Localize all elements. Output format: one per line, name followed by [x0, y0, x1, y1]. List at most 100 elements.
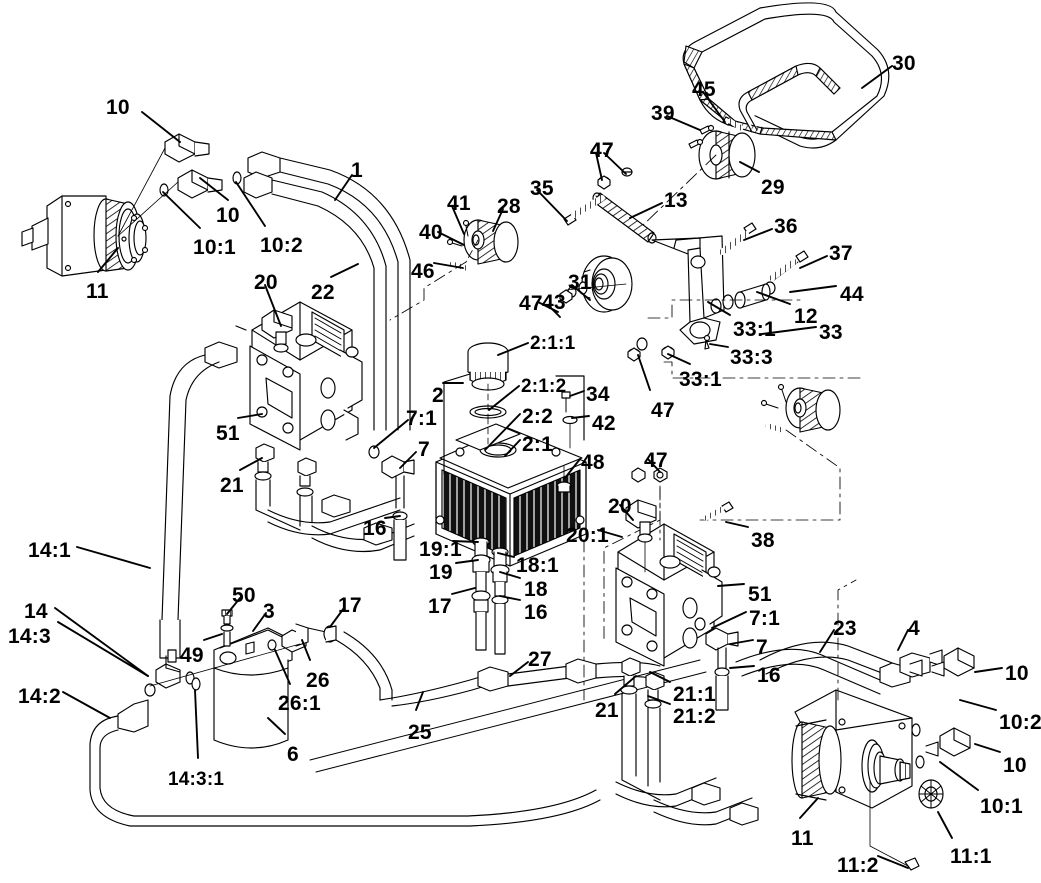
leader-line-29	[739, 161, 760, 173]
leader-line-38	[725, 521, 749, 528]
callout-26: 26	[306, 669, 330, 692]
callout-2-1-2: 2:1:2	[521, 376, 567, 397]
fittings-26-17	[267, 623, 393, 701]
hoses-1-22	[243, 151, 411, 431]
plug-48	[556, 465, 572, 493]
leader-line-45	[702, 91, 726, 123]
leader-line-11	[799, 797, 819, 819]
callout-40: 40	[419, 221, 443, 244]
leader-line-14-1	[76, 546, 151, 569]
leader-line-47	[537, 301, 559, 313]
leader-line-40	[437, 231, 465, 246]
leader-line-19	[455, 559, 479, 564]
callout-10-1: 10:1	[193, 236, 236, 259]
leader-line-21-1	[649, 671, 671, 683]
leader-line-33-1	[667, 353, 691, 365]
nut-47-pump-right	[631, 467, 646, 483]
callout-31: 31	[568, 271, 592, 294]
callout-10-1: 10:1	[980, 795, 1023, 818]
callout-41: 41	[447, 192, 471, 215]
callout-17: 17	[338, 594, 362, 617]
callout-17: 17	[428, 595, 452, 618]
callout-10-2: 10:2	[260, 234, 303, 257]
callout-51: 51	[216, 422, 240, 445]
callout-45: 45	[692, 78, 716, 101]
callout-14-2: 14:2	[18, 685, 61, 708]
callout-37: 37	[829, 242, 853, 265]
callout-47: 47	[644, 449, 668, 472]
callout-47: 47	[590, 139, 614, 162]
leader-line-25	[415, 691, 424, 711]
cooler-lower-fittings	[471, 537, 510, 655]
bolt-37-assembly	[710, 250, 809, 314]
callout-10: 10	[1003, 754, 1027, 777]
coupler-11-1	[918, 779, 944, 809]
leader-line-12	[756, 291, 791, 305]
bolt-38	[703, 501, 734, 521]
leader-line-36	[743, 228, 773, 241]
leader-line-18-1	[497, 552, 515, 558]
leader-line-21	[614, 675, 637, 695]
callout-11-1: 11:1	[950, 845, 992, 868]
callout-49: 49	[180, 644, 204, 667]
leader-line-14-3-1	[194, 689, 199, 759]
callout-4: 4	[908, 617, 920, 640]
callout-11: 11	[86, 280, 109, 303]
leader-line-44	[789, 285, 837, 293]
callout-7-1: 7:1	[749, 607, 780, 630]
oil-filter-6	[213, 627, 293, 749]
callout-23: 23	[833, 617, 857, 640]
bolt-41-upper	[462, 219, 470, 237]
callout-11: 11	[791, 827, 814, 850]
leader-line-10-1	[939, 761, 979, 791]
callout-10-2: 10:2	[999, 711, 1041, 734]
leader-line-6	[267, 717, 286, 735]
callout-30: 30	[892, 52, 916, 75]
callout-14-1: 14:1	[28, 539, 71, 562]
leader-line-33-3	[709, 343, 729, 348]
callout-21-1: 21:1	[673, 683, 716, 706]
bolts-39	[688, 124, 715, 149]
pulley-28-upper	[463, 219, 519, 265]
callout-14: 14	[24, 600, 48, 623]
screw-45	[722, 116, 744, 131]
hose-14-assembly	[89, 341, 601, 827]
leader-line-42	[571, 415, 590, 419]
leader-line-51	[237, 413, 263, 419]
leader-line-39	[666, 115, 701, 131]
plug-50-49	[220, 609, 234, 647]
callout-29: 29	[761, 176, 785, 199]
leader-line-26-1	[274, 649, 291, 685]
fittings-10-right	[911, 647, 975, 769]
callout-33-3: 33:3	[730, 346, 773, 369]
leader-line-46	[433, 262, 464, 269]
leader-line-10-1	[162, 191, 201, 229]
leader-line-7	[729, 639, 754, 645]
bolt-40-lower	[760, 399, 779, 409]
callout-1: 1	[351, 159, 363, 182]
callout-22: 22	[311, 281, 335, 304]
leader-line-10	[974, 743, 1001, 753]
callout-39: 39	[651, 102, 675, 125]
callout-27: 27	[528, 648, 552, 671]
leader-line-48	[564, 458, 581, 479]
callout-48: 48	[581, 451, 605, 474]
pulley-29	[698, 130, 756, 180]
leader-line-20-1	[597, 529, 623, 538]
leader-line-28	[492, 208, 504, 232]
callout-11-2: 11:2	[837, 854, 879, 877]
leader-line-11-2	[877, 855, 909, 869]
leader-line-11	[97, 247, 119, 273]
callout-7-1: 7:1	[406, 407, 437, 430]
callout-21: 21	[220, 474, 244, 497]
callout-51: 51	[748, 583, 772, 606]
hoses-23-4	[735, 641, 943, 695]
callout-26-1: 26:1	[278, 692, 321, 715]
callout-2: 2	[432, 384, 444, 407]
leader-line-30	[861, 65, 893, 89]
callout-35: 35	[530, 177, 554, 200]
leader-line-11-1	[937, 811, 953, 839]
wheel-motor-11-left	[21, 195, 149, 277]
leader-line-16	[499, 595, 521, 601]
